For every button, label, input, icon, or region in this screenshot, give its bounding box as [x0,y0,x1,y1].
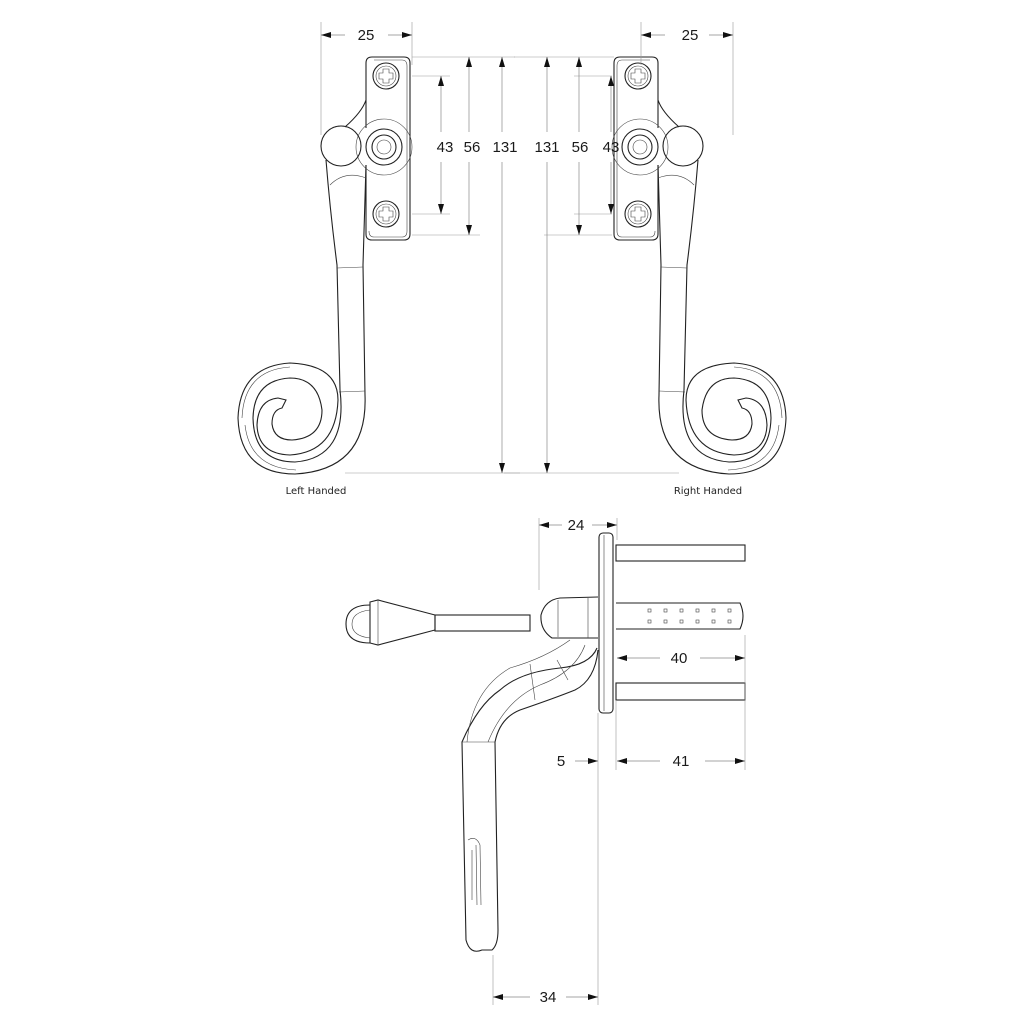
extension-lines-side [492,518,746,1005]
extension-lines-right [504,22,734,474]
dim-pin-length: 40 [671,650,688,667]
dim-left-screw-centres: 43 [437,139,454,156]
side-view-handle [345,532,746,952]
right-handed-handle [611,56,787,475]
dimension-lines-top [321,32,733,473]
dim-depth: 24 [568,517,585,534]
extension-lines-left [320,22,520,474]
dim-bolt-length: 41 [673,753,690,770]
caption-right-handed: Right Handed [674,486,742,497]
dim-right-screw-centres: 43 [603,139,620,156]
dim-right-width: 25 [682,27,699,44]
dim-left-overall-height: 131 [492,139,517,156]
dim-left-width: 25 [358,27,375,44]
dimension-lines-side [493,522,745,1000]
dim-right-overall-height: 131 [534,139,559,156]
dim-plate-thickness: 5 [557,753,565,770]
dim-right-plate-height: 56 [572,139,589,156]
dim-handle-projection: 34 [540,989,557,1006]
left-handed-handle [237,56,413,475]
dim-left-plate-height: 56 [464,139,481,156]
key-icon [345,599,531,646]
caption-left-handed: Left Handed [286,486,347,497]
